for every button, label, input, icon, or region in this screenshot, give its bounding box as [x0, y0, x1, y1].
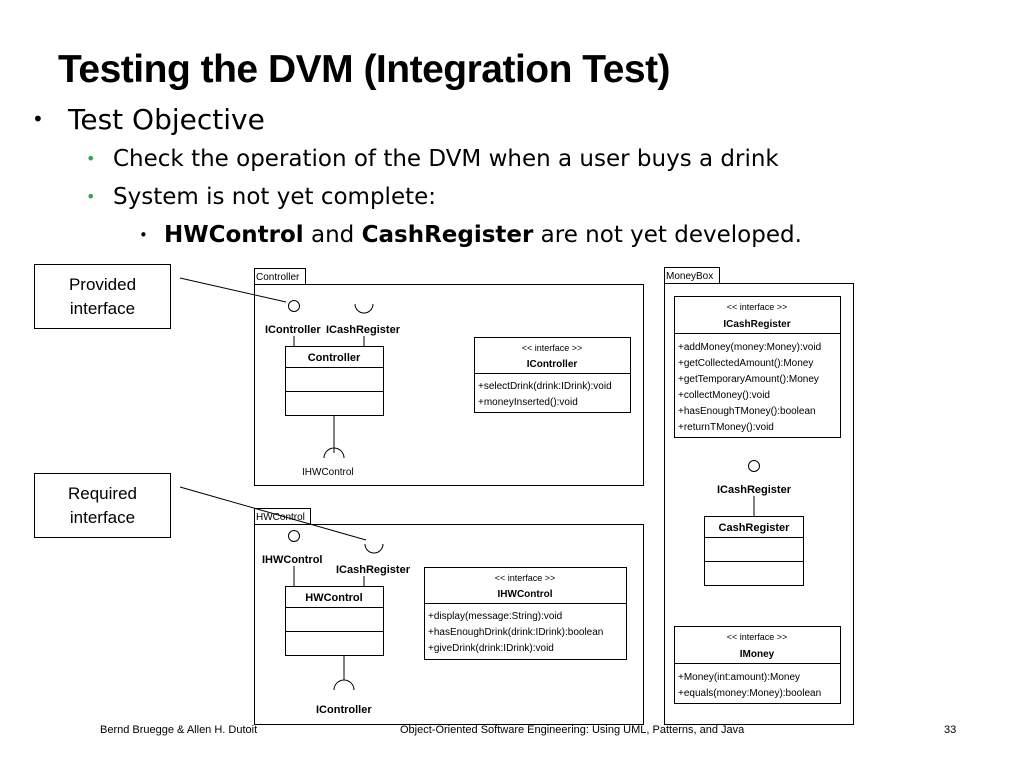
icashregister-provided-label: ICashRegister — [717, 484, 792, 496]
bullet-icon: • — [86, 187, 96, 206]
bullet-test-objective: • Test Objective — [32, 103, 265, 136]
callout-required-text: Required interface — [68, 483, 137, 527]
icontroller-required-socket-icon — [333, 679, 355, 691]
icashregister-op: +getTemporaryAmount():Money — [678, 374, 819, 385]
imoney-op: +Money(int:amount):Money — [678, 672, 800, 683]
bullet-text: System is not yet complete: — [113, 184, 437, 210]
hwcontrol-class-name: HWControl — [305, 592, 362, 604]
icontroller-interface-box — [474, 337, 631, 413]
imoney-interface-name: IMoney — [740, 649, 775, 660]
icontroller-stereotype: << interface >> — [522, 343, 583, 353]
controller-package-tab-label: Controller — [256, 272, 300, 283]
ihwcontrol-required-label: IHWControl — [302, 467, 354, 478]
icashregister-required-socket-icon — [364, 543, 384, 554]
icashregister-interface-box — [674, 296, 841, 438]
ihwcontrol-stereotype: << interface >> — [495, 573, 556, 583]
ihwcontrol-interface-box — [424, 567, 627, 660]
icashregister-required-label: ICashRegister — [326, 324, 401, 336]
icashregister-op: +returnTMoney():void — [678, 422, 774, 433]
moneybox-package-tab-label: MoneyBox — [666, 271, 713, 282]
callout-required-interface: Required interface — [34, 473, 171, 538]
bullet-icon: • — [86, 149, 96, 168]
icashregister-op: +getCollectedAmount():Money — [678, 358, 813, 369]
hwcontrol-package — [254, 524, 644, 725]
controller-class — [285, 346, 384, 416]
ihwcontrol-interface-name: IHWControl — [498, 589, 553, 600]
hwcontrol-class — [285, 586, 384, 656]
callout-provided-text: Provided interface — [68, 274, 137, 318]
bullet-icon: • — [32, 107, 44, 131]
icashregister-op: +collectMoney():void — [678, 390, 770, 401]
moneybox-package — [664, 283, 854, 725]
ihwcontrol-op: +hasEnoughDrink(drink:IDrink):boolean — [428, 627, 603, 638]
bullet-check-operation: • Check the operation of the DVM when a u… — [86, 146, 779, 172]
bullet-bold-cashregister: CashRegister — [361, 222, 534, 248]
icashregister-required-label: ICashRegister — [336, 564, 411, 576]
ihwcontrol-lollipop-icon — [288, 530, 300, 542]
footer-page-number: 33 — [944, 724, 957, 736]
bullet-not-developed: • HWControl and CashRegister are not yet … — [139, 222, 802, 248]
icontroller-interface-name: IController — [527, 359, 578, 370]
bullet-text: Test Objective — [68, 103, 265, 136]
imoney-interface-box — [674, 626, 841, 704]
slide-title: Testing the DVM (Integration Test) — [58, 48, 671, 91]
required-callout-leader — [179, 486, 367, 541]
icontroller-lollipop-icon — [288, 300, 300, 312]
cashregister-class — [704, 516, 804, 586]
bullet-bold-hwcontrol: HWControl — [164, 222, 304, 248]
imoney-stereotype: << interface >> — [727, 632, 788, 642]
icontroller-op: +moneyInserted():void — [478, 397, 578, 408]
hwcontrol-package-tab-label: HWControl — [256, 512, 305, 523]
bullet-text-rest: are not yet developed. — [533, 222, 802, 248]
icashregister-op: +hasEnoughTMoney():boolean — [678, 406, 816, 417]
ihwcontrol-socket-icon — [323, 447, 345, 459]
icashregister-lollipop-icon — [748, 460, 760, 472]
ihwcontrol-op: +display(message:String):void — [428, 611, 562, 622]
icontroller-op: +selectDrink(drink:IDrink):void — [478, 381, 612, 392]
provided-callout-leader — [179, 277, 287, 303]
icontroller-required-label: IController — [316, 704, 372, 716]
controller-class-name: Controller — [308, 352, 361, 364]
icashregister-interface-name: ICashRegister — [723, 319, 790, 330]
bullet-text-and: and — [303, 222, 362, 248]
icashregister-stereotype: << interface >> — [727, 302, 788, 312]
icashregister-socket-icon — [354, 303, 374, 314]
footer-book-title: Object-Oriented Software Engineering: Us… — [400, 724, 745, 736]
controller-package — [254, 284, 644, 486]
bullet-system-incomplete: • System is not yet complete: — [86, 184, 436, 210]
footer-authors: Bernd Bruegge & Allen H. Dutoit — [100, 724, 258, 736]
ihwcontrol-op: +giveDrink(drink:IDrink):void — [428, 643, 554, 654]
ihwcontrol-provided-label: IHWControl — [262, 554, 322, 566]
icashregister-op: +addMoney(money:Money):void — [678, 342, 821, 353]
callout-provided-interface: Provided interface — [34, 264, 171, 329]
cashregister-class-name: CashRegister — [719, 522, 791, 534]
imoney-op: +equals(money:Money):boolean — [678, 688, 821, 699]
bullet-text: Check the operation of the DVM when a us… — [113, 146, 779, 172]
icontroller-provided-label: IController — [265, 324, 321, 336]
bullet-icon: • — [139, 226, 148, 244]
